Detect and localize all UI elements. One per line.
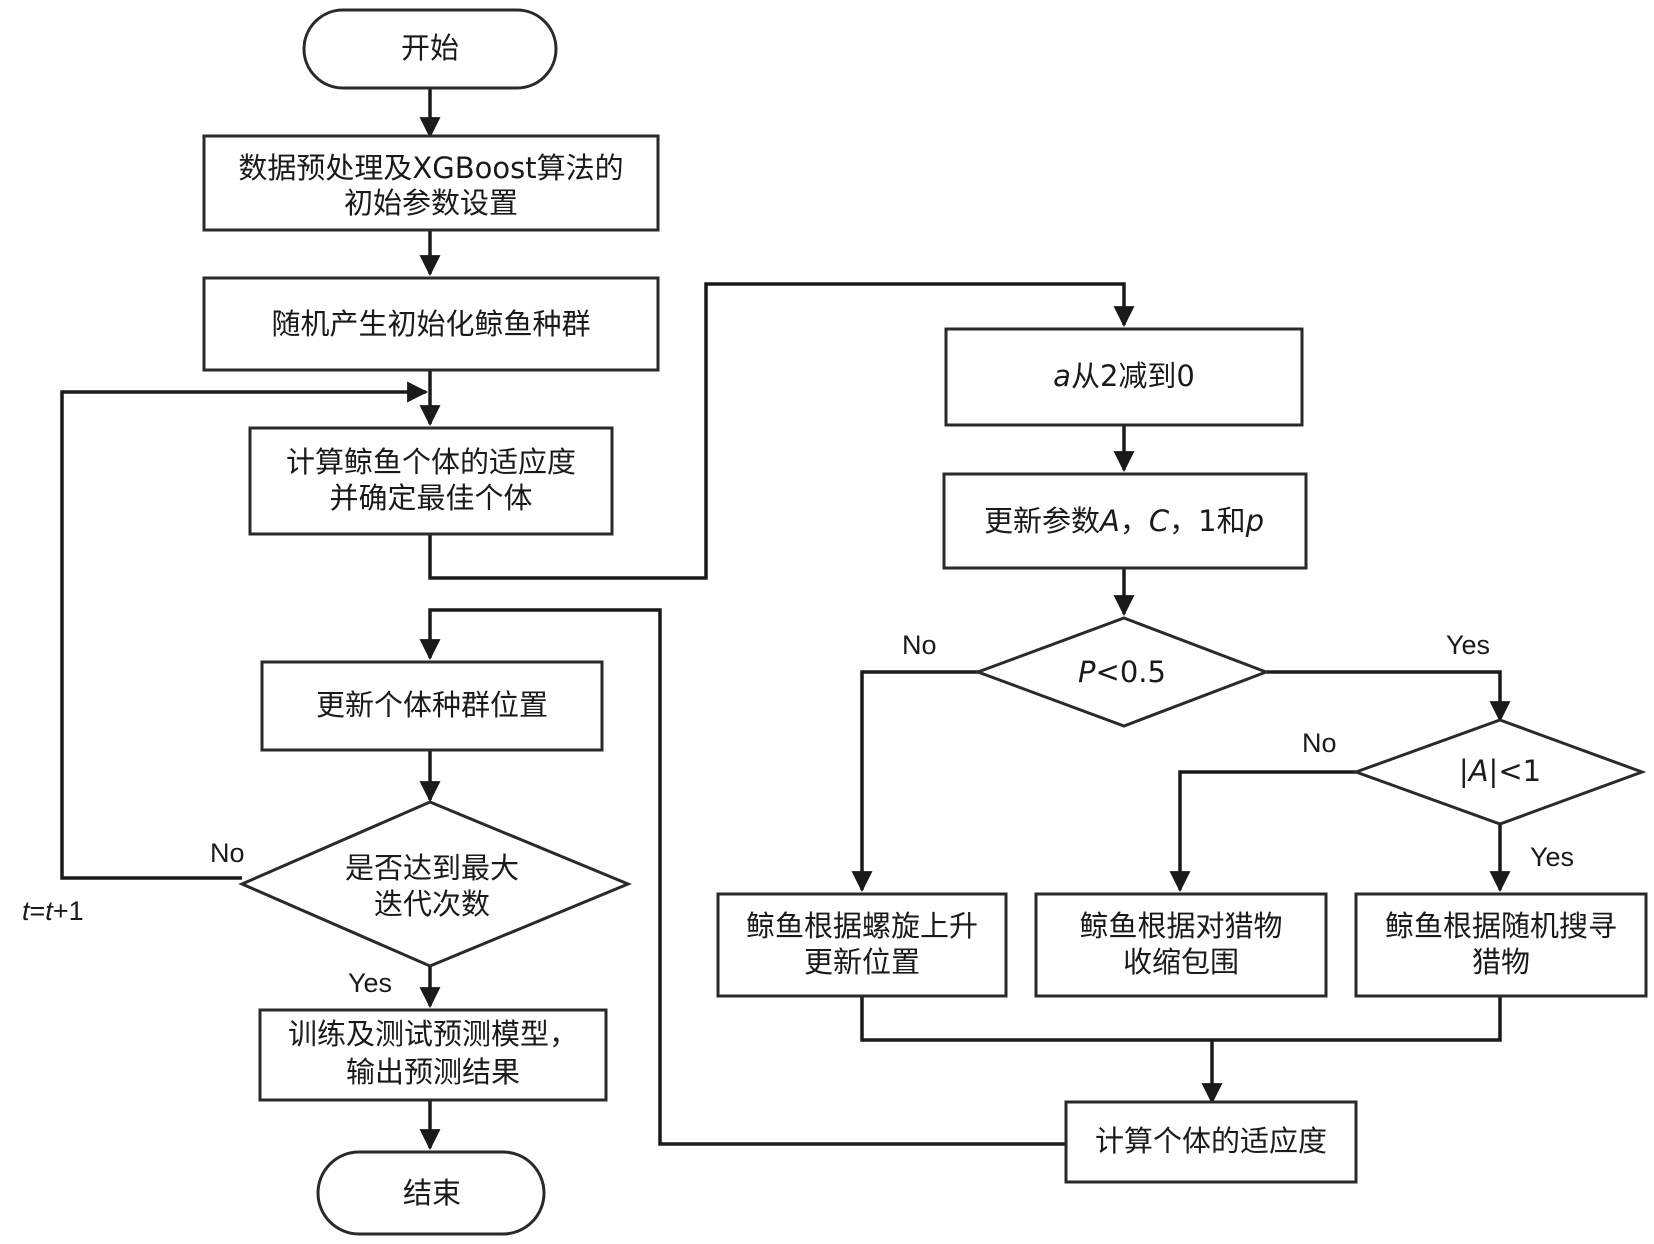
param-c: C (1149, 504, 1170, 538)
update-population-label: 更新个体种群位置 (316, 688, 548, 722)
increment-label: t=t+1 (22, 896, 84, 926)
random-search-box: 鲸鱼根据随机搜寻 猎物 (1354, 892, 1648, 998)
abs-a-label: |A|<1 (1459, 754, 1541, 788)
abs-a-variable: A (1467, 754, 1489, 788)
spiral-update-box: 鲸鱼根据螺旋上升 更新位置 (716, 892, 1008, 998)
p-decision-label: P<0.5 (1078, 655, 1166, 689)
compute-fitness-best-box: 计算鲸鱼个体的适应度 并确定最佳个体 (248, 426, 614, 536)
param-a: A (1098, 504, 1120, 538)
spiral-update-line-1: 鲸鱼根据螺旋上升 (746, 909, 978, 943)
a-decrease-box: a从2减到0 (944, 327, 1304, 427)
p-decision: P<0.5 (973, 616, 1271, 728)
max-iter-yes-label: Yes (348, 968, 392, 998)
start-node: 开始 (302, 8, 558, 90)
max-iter-no-label: No (210, 838, 245, 868)
end-node: 结束 (316, 1150, 546, 1236)
encircle-prey-line-1: 鲸鱼根据对猎物 (1079, 909, 1282, 943)
compute-fitness-label: 计算个体的适应度 (1095, 1124, 1327, 1158)
update-params-box: 更新参数A，C，1和p (942, 472, 1308, 570)
init-population-label: 随机产生初始化鲸鱼种群 (271, 307, 590, 341)
train-test-box: 训练及测试预测模型， 输出预测结果 (258, 1008, 608, 1102)
abs-a-yes-label: Yes (1530, 842, 1574, 872)
compute-fitness-best-line-2: 并确定最佳个体 (329, 481, 532, 515)
random-search-line-1: 鲸鱼根据随机搜寻 (1385, 909, 1617, 943)
train-test-line-1: 训练及测试预测模型， (288, 1017, 578, 1051)
update-params-label: 更新参数A，C，1和p (984, 504, 1264, 538)
start-label: 开始 (401, 31, 459, 65)
increment-plus: +1 (53, 896, 84, 926)
abs-a-decision: |A|<1 (1351, 718, 1647, 826)
max-iter-decision: 是否达到最大 迭代次数 (238, 800, 632, 968)
update-params-prefix: 更新参数 (984, 504, 1100, 538)
param-sep-2: ，1和 (1169, 504, 1245, 538)
a-variable: a (1053, 359, 1071, 393)
increment-eq: = (30, 896, 46, 926)
abs-open: | (1459, 754, 1469, 788)
encircle-prey-box: 鲸鱼根据对猎物 收缩包围 (1034, 892, 1328, 998)
a-decrease-label: a从2减到0 (1053, 359, 1195, 393)
p-no-label: No (902, 630, 937, 660)
param-sep-1: ， (1120, 504, 1149, 538)
compute-fitness-best-line-1: 计算鲸鱼个体的适应度 (286, 445, 576, 479)
a-decrease-text: 从2减到0 (1071, 359, 1195, 393)
p-variable: P (1078, 655, 1096, 689)
increment-t2: t (45, 896, 54, 926)
preprocess-box: 数据预处理及XGBoost算法的 初始参数设置 (202, 134, 660, 232)
abs-a-no-label: No (1302, 728, 1337, 758)
preprocess-line-2: 初始参数设置 (344, 186, 518, 220)
train-test-line-2: 输出预测结果 (346, 1055, 520, 1089)
init-population-box: 随机产生初始化鲸鱼种群 (202, 276, 660, 372)
increment-t1: t (22, 896, 31, 926)
abs-close: |<1 (1489, 754, 1542, 788)
update-population-box: 更新个体种群位置 (260, 660, 604, 752)
encircle-prey-line-2: 收缩包围 (1123, 945, 1239, 979)
param-p: p (1245, 504, 1264, 538)
max-iter-line-2: 迭代次数 (374, 887, 490, 921)
random-search-line-2: 猎物 (1472, 945, 1530, 979)
spiral-update-line-2: 更新位置 (804, 945, 920, 979)
p-yes-label: Yes (1446, 630, 1490, 660)
compute-fitness-box: 计算个体的适应度 (1064, 1100, 1358, 1184)
preprocess-line-1: 数据预处理及XGBoost算法的 (238, 151, 623, 185)
max-iter-line-1: 是否达到最大 (345, 851, 519, 885)
connectors (60, 88, 1511, 1151)
p-threshold: <0.5 (1096, 655, 1166, 689)
end-label: 结束 (403, 1176, 461, 1210)
